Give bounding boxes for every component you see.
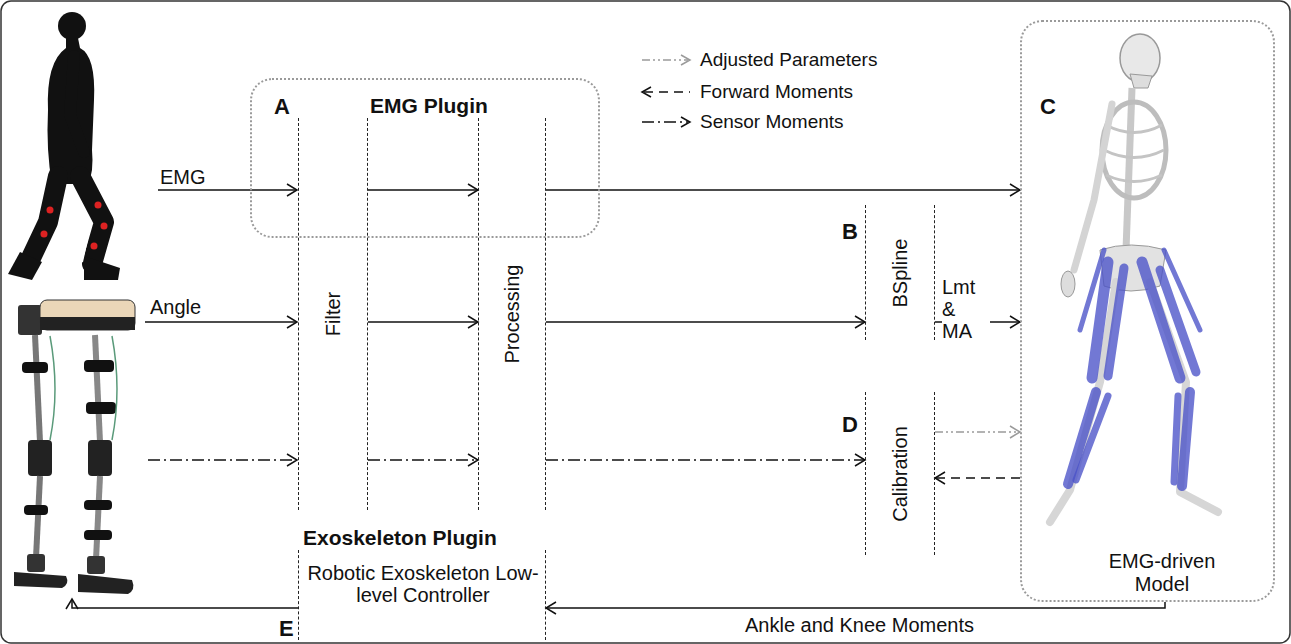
process-band: Filter (298, 118, 368, 510)
musculoskeletal-model (1050, 34, 1218, 522)
connector (368, 184, 478, 196)
connector-line (546, 321, 865, 323)
signal-label: Angle (150, 296, 201, 319)
arrow-head (935, 472, 945, 484)
human-silhouette (8, 12, 120, 280)
connector (368, 454, 478, 466)
signal-label: EMG (160, 166, 206, 189)
arrow-head (855, 454, 865, 466)
connector (546, 602, 1165, 614)
callout-letter: C (1040, 94, 1056, 119)
arrow-head (1010, 426, 1020, 438)
legend-text: Adjusted Parameters (700, 49, 877, 71)
connector-line (935, 477, 1020, 479)
legend-text: Sensor Moments (700, 111, 844, 133)
controller-label: Robotic Exoskeleton Low-level Controller (299, 562, 547, 606)
plugin-title: Exoskeleton Plugin (303, 526, 497, 550)
connector-line (368, 189, 478, 191)
connector-line (935, 431, 1020, 433)
edge-label: Lmt & MA (942, 276, 990, 342)
callout-letter: D (842, 412, 858, 437)
band-label: Processing (501, 265, 524, 364)
controller-band: Exoskeleton PluginRobotic Exoskeleton Lo… (298, 550, 546, 640)
legend-samples (642, 55, 690, 127)
connector (368, 316, 478, 328)
connector (546, 184, 1020, 196)
connector-line (546, 602, 1165, 608)
edge-label: Ankle and Knee Moments (745, 614, 974, 637)
connector-line (368, 459, 478, 461)
process-band: Processing (478, 118, 546, 510)
arrow-head (468, 316, 478, 328)
connector-line (368, 321, 478, 323)
connector-line (546, 459, 865, 461)
connector-line (546, 189, 1020, 191)
legend-text: Forward Moments (700, 81, 853, 103)
plugin-box: A EMG Plugin (250, 78, 600, 238)
callout-letter: B (842, 219, 858, 244)
arrow-head (468, 454, 478, 466)
connector (935, 472, 1020, 484)
input-arrows (66, 184, 298, 609)
arrow-head (1010, 184, 1020, 196)
band-label: Calibration (889, 426, 912, 522)
arrow-head (468, 184, 478, 196)
model-label: EMG-driven Model (1092, 550, 1232, 596)
model-box: C EMG-driven Model (1020, 20, 1275, 602)
arrow-head (546, 602, 556, 614)
callout-letter: E (279, 616, 294, 641)
callout-letter: A (274, 94, 290, 119)
band-label: BSpline (889, 238, 912, 307)
arrow-head (1010, 316, 1020, 328)
arrow-head (855, 316, 865, 328)
connector (546, 454, 865, 466)
exoskeleton-picture (14, 300, 135, 594)
plugin-title: EMG Plugin (370, 94, 488, 118)
band-label: Filter (322, 292, 345, 336)
process-band: DCalibration (865, 392, 935, 555)
process-band: BBSpline (865, 205, 935, 340)
connector (935, 426, 1020, 438)
connector (546, 316, 865, 328)
